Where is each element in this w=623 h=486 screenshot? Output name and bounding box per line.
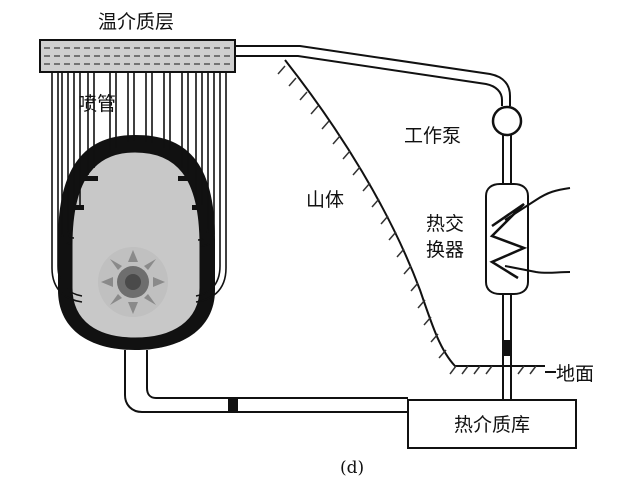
heat-exchanger-label-1: 热交	[426, 213, 464, 235]
warm-medium-layer	[39, 39, 236, 73]
heat-exchanger-label-2: 换器	[426, 239, 464, 261]
warm-medium-layer-label: 温介质层	[98, 11, 174, 33]
figure-caption: (d)	[340, 458, 364, 478]
spray-pipes-label: 喷管	[78, 93, 116, 115]
work-pump-label: 工作泵	[404, 125, 461, 147]
spray-pipes	[51, 72, 227, 303]
supply-pipe	[235, 45, 511, 106]
ground-label: 地面	[556, 363, 594, 385]
work-pump-icon	[491, 105, 523, 188]
return-pipe-valve	[228, 397, 238, 413]
mountain-label: 山体	[306, 189, 344, 211]
heat-exchanger-icon	[485, 183, 571, 400]
mountain-slope	[277, 59, 556, 375]
return-pipe	[124, 350, 408, 413]
reservoir-label: 热介质库	[454, 414, 530, 436]
core-icon	[98, 247, 168, 317]
heat-medium-reservoir	[407, 399, 577, 449]
spray-nozzles	[70, 176, 206, 210]
